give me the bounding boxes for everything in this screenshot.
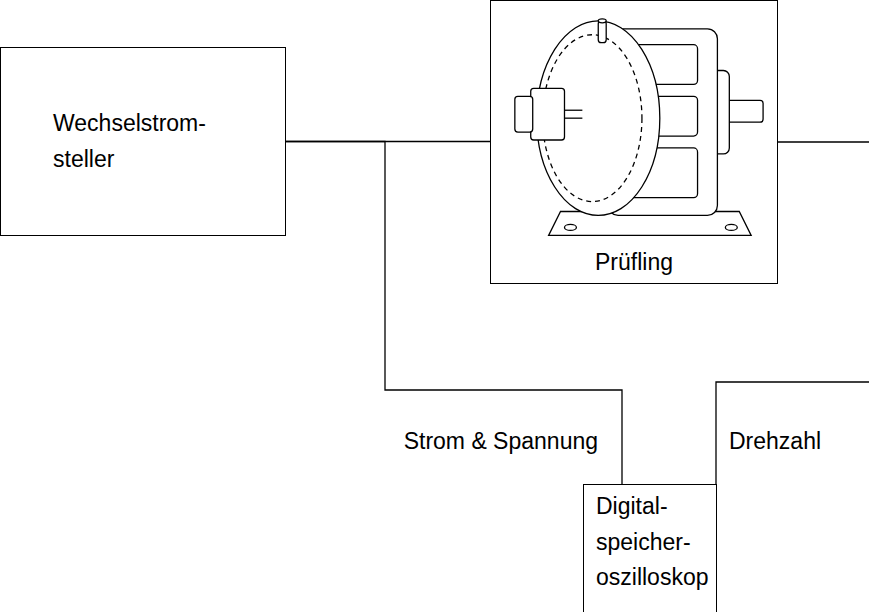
equipment-box: Wechselstrom- steller [0,47,286,236]
signal-wire [716,142,869,484]
motor-illustration [491,1,777,283]
equipment-box: Digital- speicher- oszilloskop [583,484,717,612]
signal-label: Strom & Spannung [402,428,600,456]
box-label: Digital- speicher- oszilloskop [596,489,708,596]
box-label: Wechselstrom- steller [53,106,253,177]
box-label: Prüfling [595,245,673,281]
signal-label: Drehzahl [727,428,823,456]
device-under-test-box: Prüfling [490,0,778,284]
